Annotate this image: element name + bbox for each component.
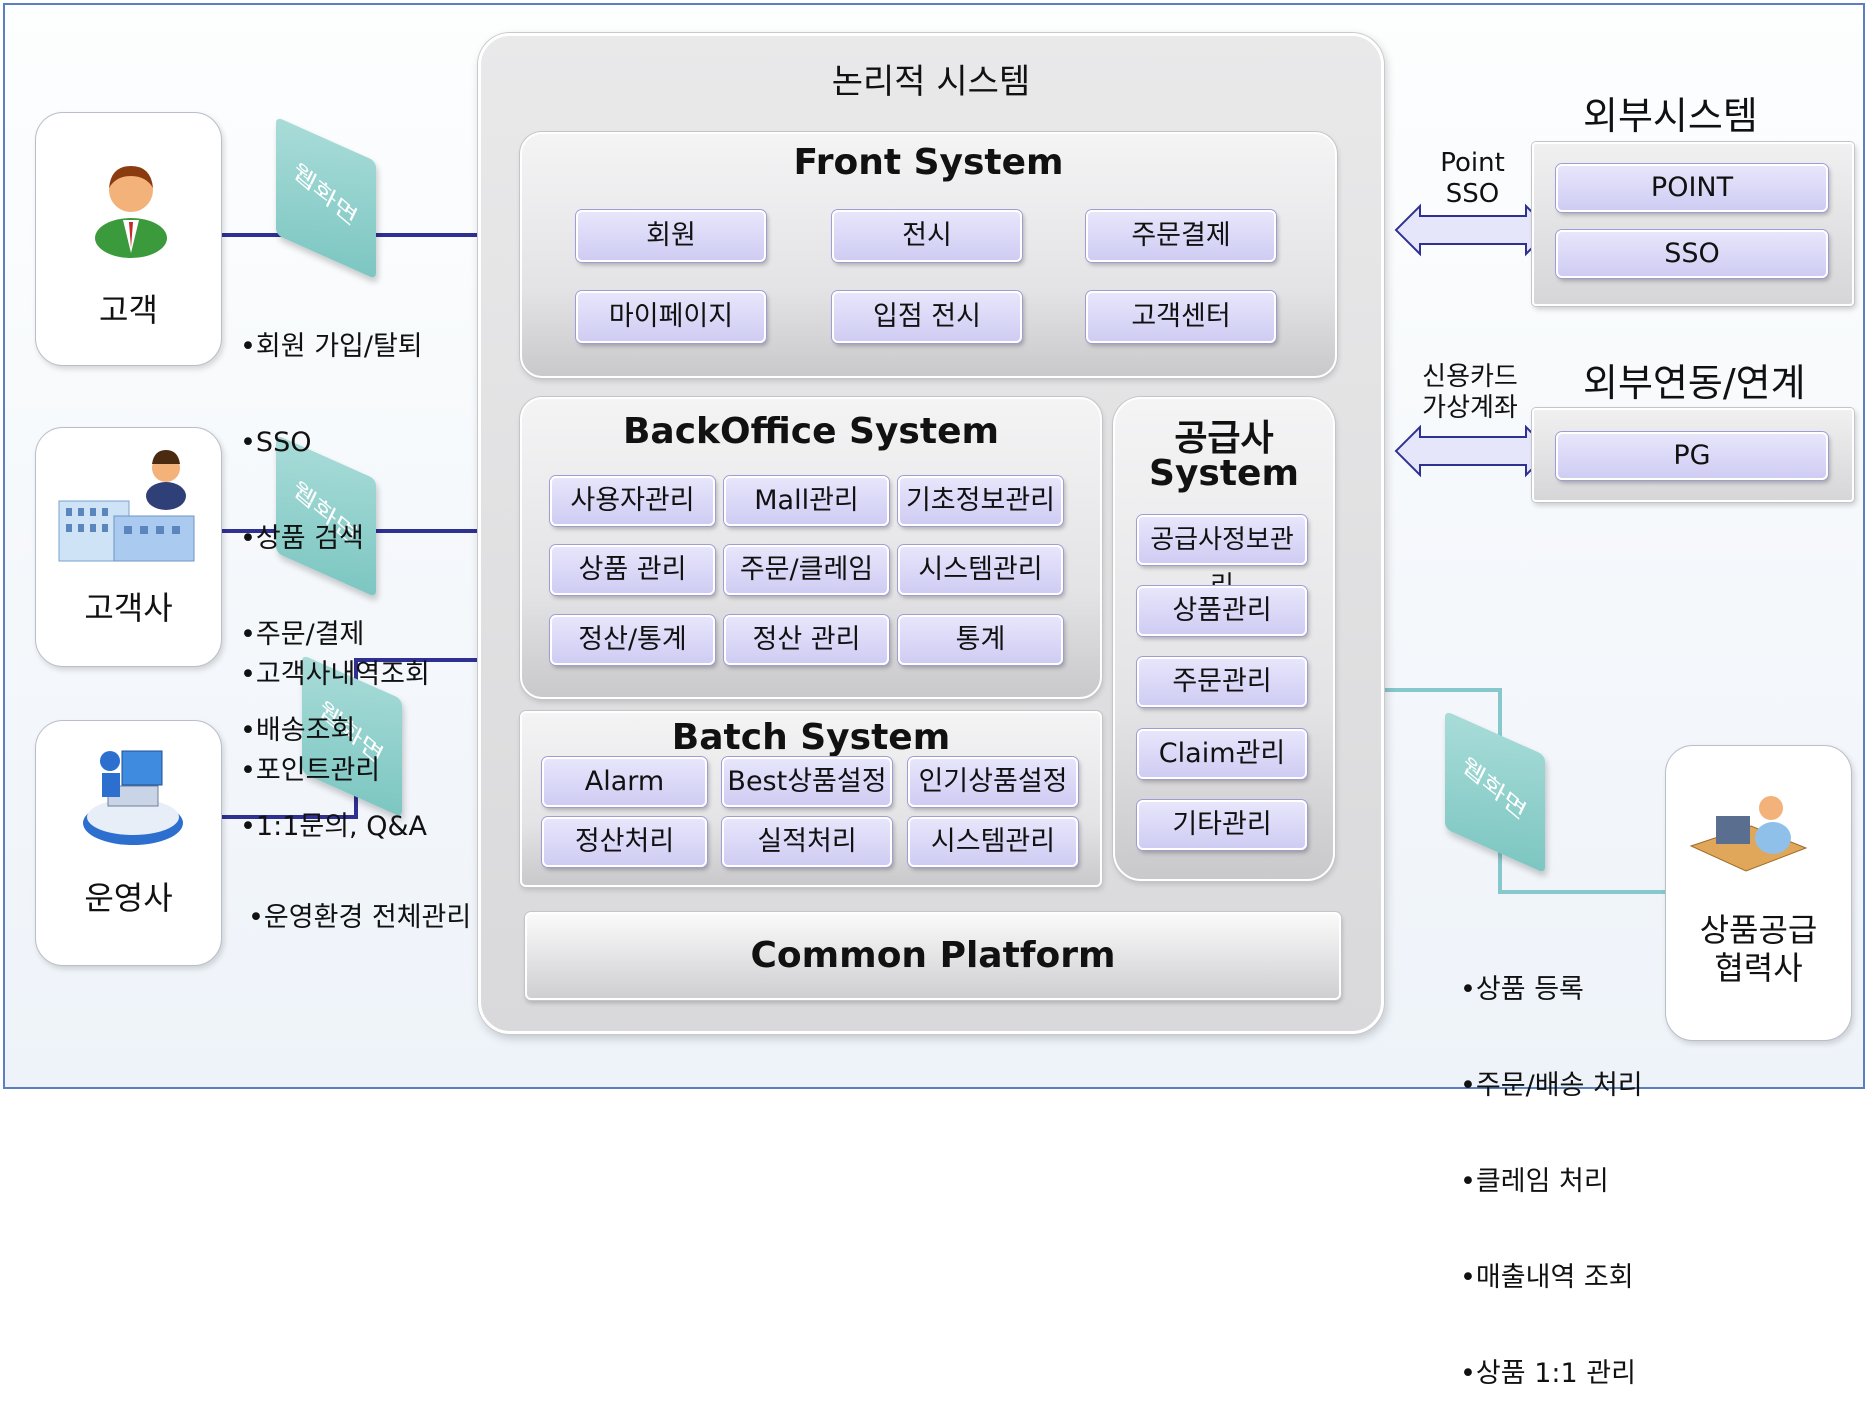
common-platform: Common Platform [525,912,1341,1000]
external-system-title: 외부시스템 [1583,94,1758,138]
backoffice-system-panel: BackOffice System 사용자관리 Mall관리 기초정보관리 상품… [520,397,1102,699]
external-link-panel: PG [1532,408,1854,502]
backoffice-module: 기초정보관리 [898,476,1063,526]
web-screen-label: 웹화면 [289,157,362,232]
backoffice-module: 주문/클레임 [724,545,889,595]
front-system-panel: Front System 회원 전시 주문결제 마이페이지 입점 전시 고객센터 [520,132,1337,378]
external-system-arrow-label: Point SSO [1440,148,1505,209]
supplier-module: 주문관리 [1137,657,1307,707]
supplier-module: Claim관리 [1137,729,1307,779]
supplier-module: 공급사정보관리 [1137,515,1307,601]
client-company-label: 고객사 [84,589,173,627]
supplier-module: 기타관리 [1137,800,1307,850]
note-item: •상품 등록 [1460,974,1584,1005]
note-item: •주문/결제 [240,619,365,650]
note-item: •회원 가입/탈퇴 [240,331,423,362]
batch-module: 실적처리 [722,817,892,867]
external-link-title: 외부연동/연계 [1583,361,1806,405]
batch-module: 정산처리 [542,817,707,867]
external-link-module: PG [1556,432,1828,480]
batch-system-panel: Batch System Alarm Best상품설정 인기상품설정 정산처리 … [520,711,1102,887]
operator-notes: •운영환경 전체관리 [248,838,471,966]
backoffice-system-title: BackOffice System [622,411,999,452]
batch-module: Best상품설정 [722,757,892,807]
backoffice-module: 정산/통계 [550,615,715,665]
note-item: •SSO [240,427,312,458]
external-system-panel: POINT SSO [1532,142,1854,306]
client-company-notes: •고객사내역조회 •포인트관리 [240,595,430,819]
note-item: •매출내역 조회 [1460,1262,1634,1293]
note-item: •상품 1:1 관리 [1460,1358,1636,1389]
batch-system-title: Batch System [671,717,951,758]
customer-box: 고객 [35,112,222,366]
external-system-module: SSO [1556,230,1828,278]
supplier-module: 상품관리 [1137,586,1307,636]
client-company-box: 고객사 [35,427,222,667]
note-item: •고객사내역조회 [240,659,430,690]
backoffice-module: 시스템관리 [898,545,1063,595]
backoffice-module: 사용자관리 [550,476,715,526]
front-system-title: Front System [793,142,1064,183]
external-system-module: POINT [1556,164,1828,212]
logical-system-title: 논리적 시스템 [831,62,1031,102]
supplier-box: 상품공급 협력사 [1665,745,1852,1041]
supplier-notes: •상품 등록 •주문/배송 처리 •클레임 처리 •매출내역 조회 •상품 1:… [1460,910,1643,1422]
note-item: •주문/배송 처리 [1460,1070,1643,1101]
customer-label: 고객 [99,291,158,329]
note-item: •배송조회 [240,715,356,746]
backoffice-module: 상품 관리 [550,545,715,595]
front-module: 입점 전시 [832,291,1022,343]
front-module: 주문결제 [1086,210,1276,262]
person-icon [95,166,167,258]
note-item: •운영환경 전체관리 [248,902,472,933]
backoffice-module: 통계 [898,615,1063,665]
note-item: •클레임 처리 [1460,1166,1609,1197]
supplier-label: 상품공급 협력사 [1699,911,1818,987]
front-module: 고객센터 [1086,291,1276,343]
front-module: 마이페이지 [576,291,766,343]
front-module: 전시 [832,210,1022,262]
batch-module: Alarm [542,757,707,807]
external-link-arrow-label: 신용카드 가상계좌 [1422,362,1518,423]
building-icon [58,450,195,562]
operator-workstation-icon [83,750,183,845]
backoffice-module: 정산 관리 [724,615,889,665]
web-screen-label: 웹화면 [1458,751,1531,826]
backoffice-module: Mall관리 [724,476,889,526]
front-module: 회원 [576,210,766,262]
customer-notes: •회원 가입/탈퇴 •SSO •상품 검색 •주문/결제 •배송조회 •1:1문… [240,267,427,875]
supplier-system-panel: 공급사 System 공급사정보관리 상품관리 주문관리 Claim관리 기타관… [1113,397,1335,881]
supplier-system-title-line2: System [1149,453,1299,494]
operator-box: 운영사 [35,720,222,966]
supplier-desk-icon [1689,796,1808,872]
note-item: •1:1문의, Q&A [240,811,428,842]
operator-label: 운영사 [84,879,173,917]
note-item: •상품 검색 [240,523,364,554]
supplier-system-title-line1: 공급사 [1174,418,1274,459]
note-item: •포인트관리 [240,755,381,786]
batch-module: 인기상품설정 [908,757,1078,807]
batch-module: 시스템관리 [908,817,1078,867]
